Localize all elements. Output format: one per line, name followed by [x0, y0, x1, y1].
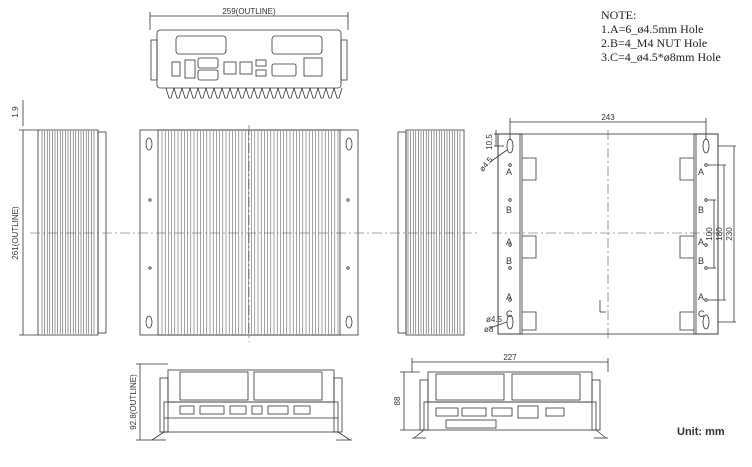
- usb-port-2: [255, 69, 267, 77]
- switch-port: [184, 59, 196, 79]
- mount-top-offset-label: 10.5: [485, 134, 494, 150]
- hole-label-right: A: [698, 292, 704, 302]
- hole-label-left: B: [506, 205, 512, 215]
- dim-180-label: 180: [715, 227, 724, 241]
- usb-port-1: [255, 59, 267, 67]
- top-fins: [165, 87, 343, 99]
- front-height-dimension: [136, 363, 168, 441]
- hole-label-right: B: [698, 256, 704, 266]
- top-width-dimension: [149, 12, 349, 30]
- front-port-6: [293, 405, 311, 415]
- side-height-dimension: [19, 100, 38, 336]
- hole-label-right: A: [698, 167, 704, 177]
- top-io-view: [150, 29, 348, 99]
- rear-port-2: [461, 407, 487, 417]
- top-down-view: [139, 129, 359, 336]
- center-lines: [30, 125, 726, 342]
- rear-width-dimension: [411, 358, 609, 372]
- right-side-fins: [407, 131, 461, 334]
- front-port-3: [229, 405, 247, 415]
- rear-height-label: 88: [393, 396, 402, 405]
- rear-width-label: 227: [503, 353, 517, 362]
- left-side-fins: [41, 131, 95, 334]
- top-down-fins: [161, 131, 339, 334]
- rear-slot-left: [435, 373, 505, 401]
- hole-label-left: C: [506, 309, 513, 319]
- mount-width-label: 243: [601, 113, 615, 122]
- hole-labels-left: A B A B A C: [506, 167, 513, 319]
- hole-label-left: A: [506, 167, 512, 177]
- com-port-1: [197, 57, 219, 69]
- right-side-view: [397, 129, 465, 336]
- right-side-flange: [397, 131, 407, 334]
- rear-height-dimension: [400, 371, 424, 431]
- note-heading: NOTE:: [601, 8, 637, 22]
- note-block: NOTE: 1.A=6_ø4.5mm Hole 2.B=4_M4 NUT Hol…: [601, 8, 721, 64]
- side-height-label: 261(OUTLINE): [11, 206, 20, 260]
- front-port-5: [267, 405, 289, 415]
- rear-port-4: [517, 405, 539, 419]
- hole-label-left: B: [506, 256, 512, 266]
- hole-label-right: A: [698, 237, 704, 247]
- small-offset-label: 1.9: [11, 106, 20, 118]
- right-side-body: [405, 129, 465, 336]
- top-io-panel-outline: [156, 29, 342, 89]
- dim-230-label: 230: [725, 227, 734, 241]
- rear-view-top-section: [427, 371, 593, 403]
- note-line: 2.B=4_M4 NUT Hole: [601, 36, 708, 50]
- hole-label-left: A: [506, 292, 512, 302]
- rear-view-bottom-section: [423, 401, 597, 431]
- hole-labels-right: A B A B A C: [698, 167, 705, 319]
- left-side-view: [37, 129, 107, 336]
- mount-top-offset-dimension: [494, 130, 504, 147]
- front-port-1: [179, 405, 195, 415]
- rear-slot-bottom: [445, 419, 497, 429]
- com-port-2: [197, 69, 219, 81]
- top-width-label: 259(OUTLINE): [222, 7, 276, 16]
- hole-dia-top-label: ø4.5: [477, 155, 495, 173]
- dim-100-label: 100: [705, 227, 714, 241]
- rear-port-1: [435, 407, 459, 417]
- front-view: [150, 369, 352, 441]
- mount-vertical-dimensions: [708, 145, 736, 323]
- rear-view: [412, 371, 608, 439]
- top-io-left-flange: [150, 39, 158, 81]
- top-io-right-flange: [340, 39, 348, 81]
- lan-port-1: [223, 61, 237, 75]
- hole-label-left: A: [506, 237, 512, 247]
- db-connector-left: [175, 35, 227, 55]
- front-port-2: [199, 405, 225, 415]
- db-connector-right: [271, 35, 323, 55]
- hole-label-right: B: [698, 205, 704, 215]
- front-view-top-section: [167, 369, 335, 403]
- power-port: [171, 61, 181, 77]
- note-line: 3.C=4_ø4.5*ø8mm Hole: [601, 50, 721, 64]
- unit-label: Unit: mm: [677, 426, 725, 438]
- left-side-flange: [97, 131, 107, 334]
- hole-dia-c-label: ø8: [484, 325, 494, 334]
- vga-port: [271, 63, 297, 77]
- front-slot-right: [253, 371, 323, 401]
- note-line: 1.A=6_ø4.5mm Hole: [601, 22, 704, 36]
- top-down-fin-area: [157, 129, 341, 336]
- front-port-4: [251, 405, 263, 415]
- io-ports-row: [171, 57, 323, 81]
- hole-label-right: C: [698, 309, 705, 319]
- hole-dia-bottom-label: ø4.5: [486, 315, 503, 324]
- rear-slot-right: [511, 373, 581, 401]
- rear-port-3: [491, 407, 513, 417]
- front-view-bottom-section: [163, 401, 339, 433]
- mount-width-dimension: [509, 118, 707, 140]
- rear-port-5: [545, 407, 565, 417]
- front-slot-left: [179, 371, 249, 401]
- lan-port-2: [239, 61, 253, 75]
- front-height-label: 92.8(OUTLINE): [129, 374, 138, 430]
- terminal-block: [303, 57, 323, 77]
